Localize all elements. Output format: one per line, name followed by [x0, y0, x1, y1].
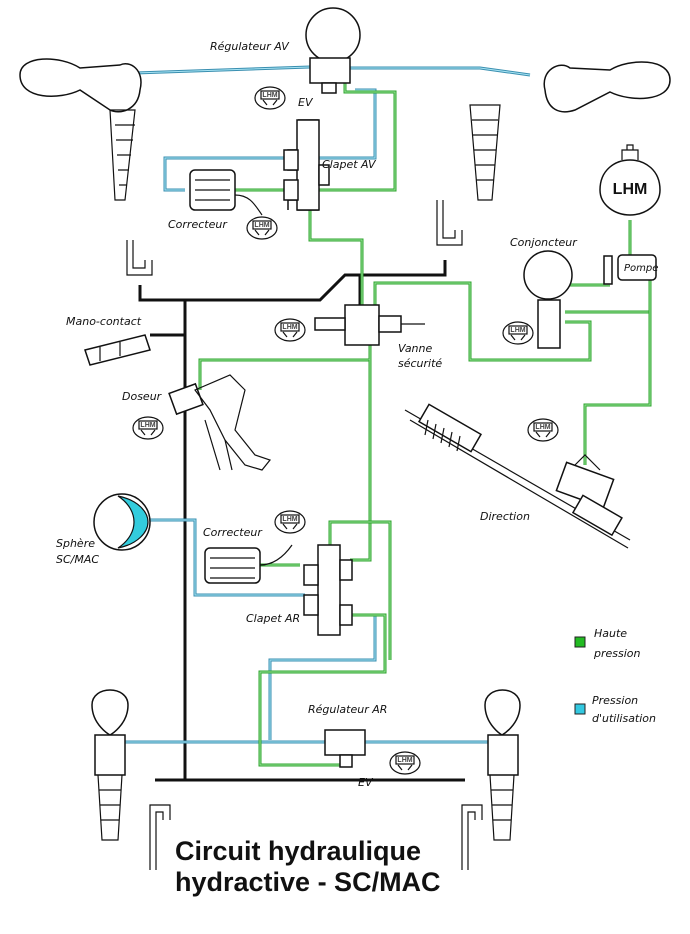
label-steering: Direction — [480, 510, 530, 523]
label-rear-corrector: Correcteur — [203, 526, 263, 539]
rear-right-suspension — [484, 689, 521, 841]
reservoir-label: LHM — [613, 181, 648, 198]
legend-high-pressure-line2: pression — [593, 647, 641, 660]
black-lines — [138, 260, 465, 782]
high-pressure-lines — [198, 80, 652, 767]
label-metering-valve: Doseur — [122, 390, 163, 403]
svg-text:LHM: LHM — [140, 422, 155, 429]
label-rear-regulator: Régulateur AR — [308, 703, 387, 716]
lhm-tag-icon: LHM — [254, 86, 286, 110]
lhm-tag-icon: LHM — [527, 418, 559, 442]
legend-usage-pressure-line2: d'utilisation — [592, 712, 656, 725]
svg-text:LHM: LHM — [397, 757, 412, 764]
svg-text:LHM: LHM — [510, 327, 525, 334]
lhm-tag-icon: LHM — [389, 751, 421, 775]
label-pressure-switch: Mano-contact — [66, 315, 142, 328]
svg-text:LHM: LHM — [254, 222, 269, 229]
rear-height-regulator — [324, 729, 366, 768]
lhm-tags: LHM LHM LHM LHM LHM LHM LHM LHM — [132, 86, 559, 775]
link-brackets — [126, 200, 483, 870]
svg-text:LHM: LHM — [262, 92, 277, 99]
steering-rack — [404, 403, 631, 549]
lhm-tag-icon: LHM — [502, 321, 534, 345]
label-safety-valve-line2: sécurité — [398, 357, 442, 370]
pump — [603, 254, 657, 285]
lhm-tag-icon: LHM — [132, 416, 164, 440]
label-sphere-line2: SC/MAC — [56, 553, 99, 566]
legend-usage-pressure-line1: Pression — [592, 694, 638, 707]
front-left-suspension — [19, 58, 142, 201]
svg-text:LHM: LHM — [282, 516, 297, 523]
front-right-suspension — [469, 61, 671, 201]
label-rear-valve: Clapet AR — [246, 612, 300, 625]
safety-valve — [314, 304, 425, 346]
front-valve-block — [283, 119, 330, 211]
diagram-title: Circuit hydraulique hydractive - SC/MAC — [175, 836, 441, 897]
lhm-tag-icon: LHM — [246, 216, 278, 240]
label-front-regulator: Régulateur AV — [210, 40, 290, 53]
lhm-tag-icon: LHM — [274, 318, 306, 342]
brake-metering-valve — [168, 374, 272, 471]
label-sphere-line1: Sphère — [56, 537, 95, 550]
rear-left-suspension — [91, 689, 129, 841]
lhm-tag-icon: LHM — [274, 510, 306, 534]
svg-text:LHM: LHM — [535, 424, 550, 431]
rear-corrector-device — [204, 544, 293, 584]
front-height-regulator — [305, 7, 361, 94]
title-line1: Circuit hydraulique — [175, 836, 421, 866]
label-conjoncteur: Conjoncteur — [510, 236, 578, 249]
label-ev-front: EV — [298, 96, 314, 109]
legend: Haute pression Pression d'utilisation — [574, 627, 656, 725]
svg-text:LHM: LHM — [282, 324, 297, 331]
lhm-reservoir: LHM — [599, 144, 661, 216]
label-ev-rear: EV — [358, 776, 374, 789]
legend-high-pressure-line1: Haute — [594, 627, 627, 640]
label-pump: Pompe — [624, 263, 658, 274]
front-corrector-device — [189, 169, 263, 216]
rear-valve-block — [303, 544, 353, 636]
sc-mac-sphere — [93, 493, 151, 551]
legend-swatch-high-pressure — [574, 636, 586, 648]
label-front-valve: Clapet AV — [322, 158, 377, 171]
component-labels: Régulateur AV EV Clapet AV Correcteur Co… — [56, 40, 658, 789]
pressure-switch — [84, 334, 151, 366]
pressure-regulator-conjoncteur — [523, 250, 573, 349]
label-front-corrector: Correcteur — [168, 218, 228, 231]
title-line2: hydractive - SC/MAC — [175, 867, 441, 897]
usage-pressure-lines — [75, 65, 531, 744]
label-safety-valve-line1: Vanne — [398, 342, 433, 355]
legend-swatch-usage-pressure — [574, 703, 586, 715]
